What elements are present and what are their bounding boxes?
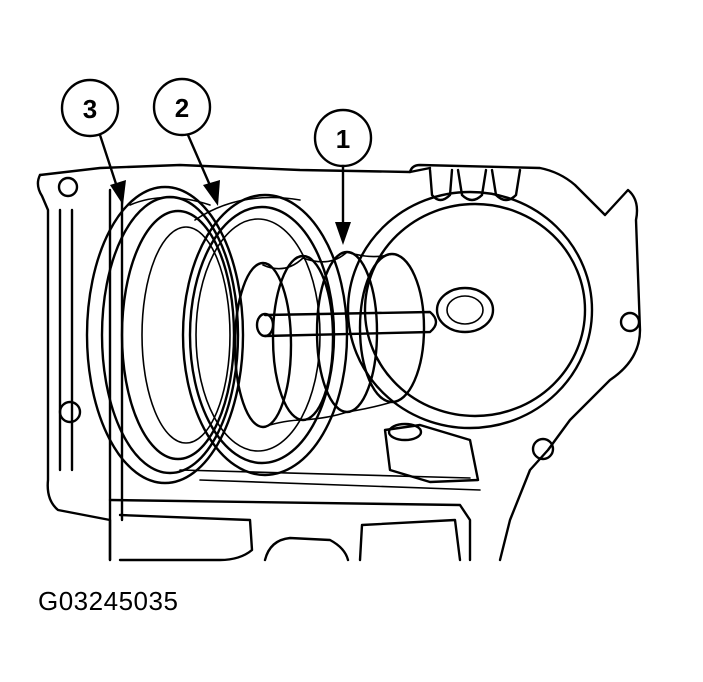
spring-part-1 bbox=[233, 250, 426, 429]
callout-1-label: 1 bbox=[336, 124, 350, 154]
callout-2: 2 bbox=[152, 77, 220, 206]
callout-1: 1 bbox=[313, 108, 373, 245]
spring-retainer-part-2 bbox=[181, 193, 349, 477]
callout-1-arrowhead bbox=[335, 222, 351, 245]
servo-piston bbox=[346, 190, 594, 430]
seal-part-3 bbox=[85, 185, 245, 485]
callout-3-label: 3 bbox=[83, 94, 97, 124]
callout-2-label: 2 bbox=[175, 93, 189, 123]
callout-3-arrowhead bbox=[110, 180, 126, 205]
figure-id-label: G03245035 bbox=[38, 586, 179, 616]
callout-2-arrowhead bbox=[203, 180, 220, 206]
callout-3: 3 bbox=[60, 78, 126, 205]
